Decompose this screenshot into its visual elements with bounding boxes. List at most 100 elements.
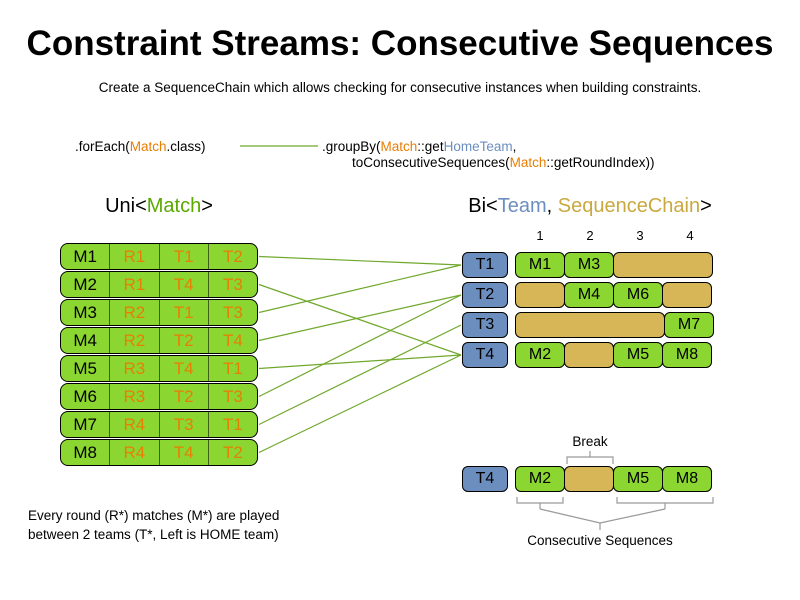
- match-row-m2: M2 R1 T4 T3: [60, 271, 258, 298]
- sequence-bracket-left: [516, 497, 564, 504]
- match-row-m3: M3 R2 T1 T3: [60, 299, 258, 326]
- code-groupby-pre: .groupBy(: [322, 139, 381, 154]
- match-row-m6: M6 R3 T2 T3: [60, 383, 258, 410]
- uni-post: >: [201, 195, 213, 217]
- sequence-bar-t2: M4 M6: [515, 282, 715, 308]
- match-box: M2: [515, 466, 565, 492]
- subtitle: Create a SequenceChain which allows chec…: [98, 80, 702, 95]
- sequence-bar-t4: M2 M5 M8: [515, 342, 715, 368]
- round-id: R1: [109, 244, 158, 269]
- sequence-bar-t3: M7: [515, 312, 715, 338]
- schedule-row-t4: T4 M2 M5 M8: [462, 342, 715, 368]
- team-box-t2: T2: [462, 282, 508, 308]
- match-id: M5: [73, 359, 97, 378]
- bi-chain: SequenceChain: [557, 195, 701, 217]
- code-groupby-comma: ,: [512, 139, 517, 154]
- uni-match: Match: [146, 195, 202, 217]
- connector-m1-t1: [258, 255, 462, 266]
- bi-post: >: [700, 195, 712, 217]
- bi-pre: Bi<: [468, 195, 498, 217]
- code-line2-pre: toConsecutiveSequences(: [352, 155, 510, 170]
- connector-m8-t4: [258, 354, 462, 454]
- away-team: T3: [207, 300, 257, 325]
- away-team: T2: [207, 244, 257, 269]
- bi-team: Team: [497, 195, 547, 217]
- match-box: M3: [564, 252, 614, 278]
- match-id: M6: [73, 387, 97, 406]
- footnote-line1: Every round (R*) matches (M*) are played: [28, 508, 280, 523]
- away-team: T3: [207, 272, 257, 297]
- away-team: T1: [207, 412, 257, 437]
- match-id: M8: [73, 443, 97, 462]
- page-title: Constraint Streams: Consecutive Sequence…: [26, 24, 774, 63]
- away-team: T3: [207, 384, 257, 409]
- detail-row-t4: T4 M2 M5 M8: [462, 466, 715, 492]
- break-label: Break: [572, 434, 608, 449]
- uni-heading: Uni<Match>: [60, 195, 258, 218]
- consecutive-sequences-label: Consecutive Sequences: [527, 533, 673, 548]
- detail-team-box-t4: T4: [462, 466, 508, 492]
- uni-pre: Uni<: [105, 195, 147, 217]
- match-row-m1: M1 R1 T1 T2: [60, 243, 258, 270]
- code-groupby-line2: toConsecutiveSequences(Match::getRoundIn…: [352, 155, 654, 170]
- code-foreach: .forEach(Match.class): [75, 139, 206, 154]
- sequence-bracket-join: [539, 508, 666, 524]
- home-team: T3: [158, 412, 208, 437]
- round-id: R3: [109, 356, 158, 381]
- connector-m7-t3: [258, 324, 462, 426]
- gap-segment: [613, 252, 713, 278]
- footnote-line2: between 2 teams (T*, Left is HOME team): [28, 527, 279, 542]
- match-id: M3: [73, 303, 97, 322]
- code-line2-match: Match: [509, 155, 547, 170]
- schedule-row-t3: T3 M7: [462, 312, 715, 338]
- home-team: T4: [158, 440, 208, 465]
- match-box: M5: [613, 342, 663, 368]
- match-id: M7: [73, 415, 97, 434]
- code-foreach-match: Match: [129, 139, 167, 154]
- match-row-m7: M7 R4 T3 T1: [60, 411, 258, 438]
- schedule-row-t1: T1 M1 M3: [462, 252, 715, 278]
- connector-m6-t2: [258, 294, 462, 398]
- match-box: M4: [564, 282, 614, 308]
- home-team: T1: [158, 244, 208, 269]
- away-team: T2: [207, 440, 257, 465]
- home-team: T2: [158, 328, 208, 353]
- match-box: M2: [515, 342, 565, 368]
- connector-m4-t2: [258, 294, 462, 342]
- round-id: R1: [109, 272, 158, 297]
- break-bracket: [566, 456, 614, 464]
- match-box: M8: [662, 466, 712, 492]
- code-line2-post: ::getRoundIndex)): [546, 155, 655, 170]
- bi-sep: ,: [546, 195, 558, 217]
- match-box: M1: [515, 252, 565, 278]
- gap-segment: [564, 466, 614, 492]
- connector-m3-t1: [258, 264, 462, 314]
- round-column-headers: 1 2 3 4: [515, 228, 715, 243]
- match-box: M6: [613, 282, 663, 308]
- code-groupby-getter: ::get: [417, 139, 444, 154]
- team-box-t3: T3: [462, 312, 508, 338]
- gap-segment: [662, 282, 712, 308]
- code-groupby-hometeam: HomeTeam: [443, 139, 513, 154]
- match-row-m5: M5 R3 T4 T1: [60, 355, 258, 382]
- round-column-3: 3: [636, 228, 644, 243]
- home-team: T4: [158, 356, 208, 381]
- round-id: R4: [109, 440, 158, 465]
- gap-segment: [515, 312, 665, 338]
- schedule-row-t2: T2 M4 M6: [462, 282, 715, 308]
- away-team: T4: [207, 328, 257, 353]
- team-box-t4: T4: [462, 342, 508, 368]
- match-box: M8: [662, 342, 712, 368]
- footnote: Every round (R*) matches (M*) are played…: [28, 506, 279, 544]
- home-team: T2: [158, 384, 208, 409]
- match-row-m4: M4 R2 T2 T4: [60, 327, 258, 354]
- match-box: M7: [664, 312, 714, 338]
- gap-segment: [515, 282, 565, 308]
- home-team: T4: [158, 272, 208, 297]
- connector-m5-t4: [258, 354, 462, 370]
- bi-heading: Bi<Team, SequenceChain>: [452, 195, 728, 218]
- match-id: M4: [73, 331, 97, 350]
- round-column-1: 1: [536, 228, 544, 243]
- connector-m2-t4: [258, 283, 462, 356]
